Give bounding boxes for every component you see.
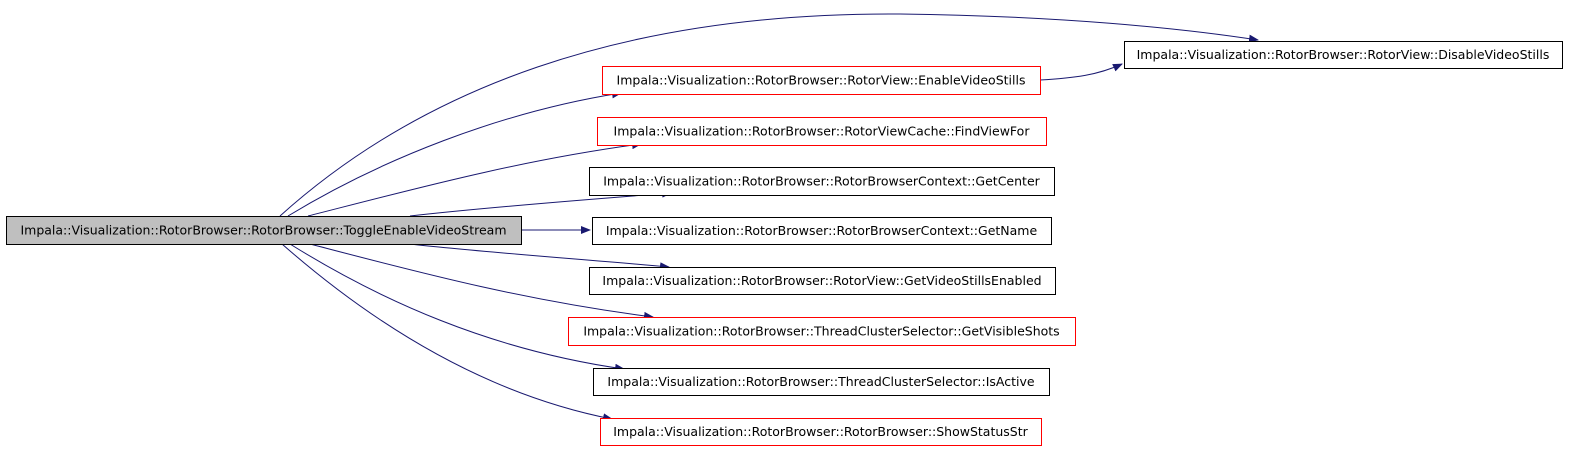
node-label: Impala::Visualization::RotorBrowser::Thr…	[583, 324, 1059, 339]
node-n-name[interactable]: Impala::Visualization::RotorBrowser::Rot…	[592, 217, 1052, 245]
edge-root-to-n_active	[289, 243, 625, 372]
node-label: Impala::Visualization::RotorBrowser::Rot…	[606, 223, 1038, 238]
node-box	[597, 117, 1047, 146]
node-n-status[interactable]: Impala::Visualization::RotorBrowser::Rot…	[600, 418, 1042, 446]
node-n-stills[interactable]: Impala::Visualization::RotorBrowser::Rot…	[589, 267, 1056, 295]
node-box	[589, 267, 1056, 295]
node-n-disable[interactable]: Impala::Visualization::RotorBrowser::Rot…	[1124, 41, 1563, 69]
nodes-layer: Impala::Visualization::RotorBrowser::Rot…	[6, 41, 1563, 446]
node-box	[589, 167, 1055, 196]
node-box	[593, 368, 1050, 396]
edge-root-to-n_find	[307, 141, 642, 217]
edge-root-to-n_status	[281, 243, 613, 422]
node-box	[602, 66, 1041, 95]
node-box	[568, 317, 1076, 346]
node-box	[6, 216, 522, 245]
node-label: Impala::Visualization::RotorBrowser::Rot…	[613, 424, 1028, 439]
node-root[interactable]: Impala::Visualization::RotorBrowser::Rot…	[6, 216, 522, 245]
edges-layer	[279, 13, 1259, 422]
node-label: Impala::Visualization::RotorBrowser::Rot…	[602, 273, 1041, 288]
node-box	[1124, 41, 1563, 69]
node-n-enable[interactable]: Impala::Visualization::RotorBrowser::Rot…	[602, 66, 1041, 95]
edge-root-to-n_enable	[287, 90, 622, 217]
node-n-visible[interactable]: Impala::Visualization::RotorBrowser::Thr…	[568, 317, 1076, 346]
node-label: Impala::Visualization::RotorBrowser::Rot…	[603, 174, 1040, 189]
node-label: Impala::Visualization::RotorBrowser::Rot…	[614, 124, 1031, 139]
edge-root-to-n_disable	[279, 13, 1259, 217]
node-n-find[interactable]: Impala::Visualization::RotorBrowser::Rot…	[597, 117, 1047, 146]
node-n-active[interactable]: Impala::Visualization::RotorBrowser::Thr…	[593, 368, 1050, 396]
node-box	[592, 217, 1052, 245]
node-label: Impala::Visualization::RotorBrowser::Thr…	[607, 374, 1035, 389]
edge-root-to-n_stills	[409, 243, 670, 271]
node-n-center[interactable]: Impala::Visualization::RotorBrowser::Rot…	[589, 167, 1055, 196]
edge-root-to-n_visible	[309, 243, 654, 320]
edge-root-to-n_center	[409, 189, 672, 217]
edge-n_enable-to-n_disable	[1039, 63, 1123, 81]
node-label: Impala::Visualization::RotorBrowser::Rot…	[1137, 47, 1550, 62]
node-label: Impala::Visualization::RotorBrowser::Rot…	[617, 73, 1026, 88]
node-box	[600, 418, 1042, 446]
node-label: Impala::Visualization::RotorBrowser::Rot…	[20, 223, 506, 238]
